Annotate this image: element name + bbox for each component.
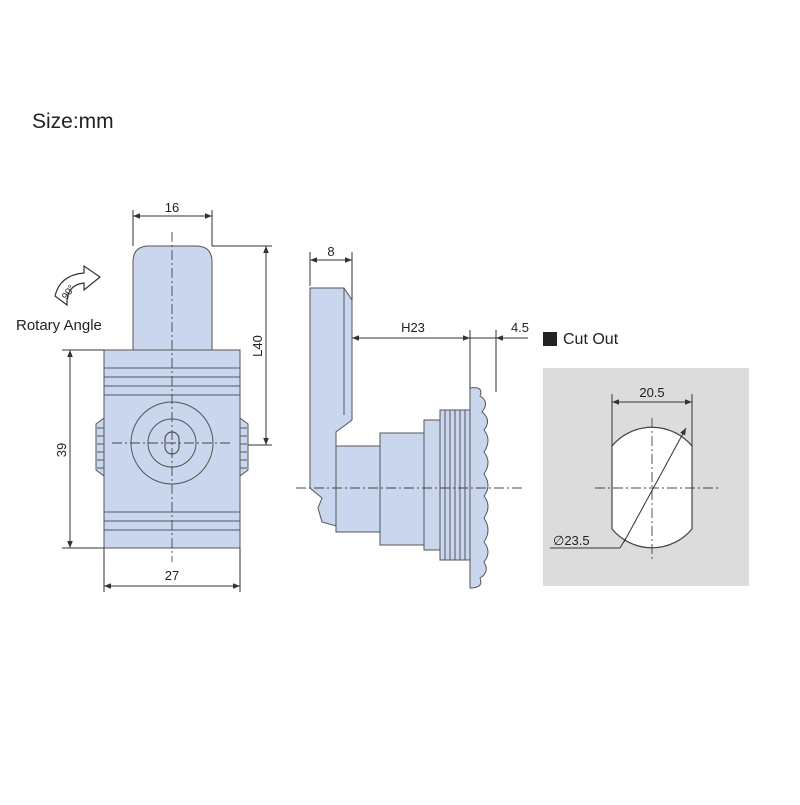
rotary-angle-label: Rotary Angle [16,317,102,334]
cutout-legend: Cut Out [563,331,619,348]
dim-width-bottom: 27 [165,568,179,583]
cutout-shape [611,426,693,549]
size-label: Size:mm [32,110,114,133]
right-grip [239,417,249,477]
side-view: 8 H23 4.5 [296,244,529,589]
rotary-angle-indicator: 90° Rotary Angle [16,264,102,334]
dim-cutout-width: 20.5 [639,385,664,400]
front-view: 16 L40 39 27 [54,200,272,592]
left-grip [95,417,105,477]
cutout-panel: Cut Out 20.5 ∅23.5 [543,331,749,586]
dim-cutout-diameter: ∅23.5 [553,533,590,548]
lock-nut [379,432,425,546]
dim-flange: 4.5 [511,320,529,335]
dim-width-top: 16 [165,200,179,215]
dim-height-h: H23 [401,320,425,335]
dim-height: 39 [54,443,69,457]
cutout-legend-swatch [543,332,557,346]
dim-thickness: 8 [327,244,334,259]
cam-tab [132,245,213,351]
dim-length: L40 [250,335,265,357]
rotary-arrow-icon [54,264,102,307]
